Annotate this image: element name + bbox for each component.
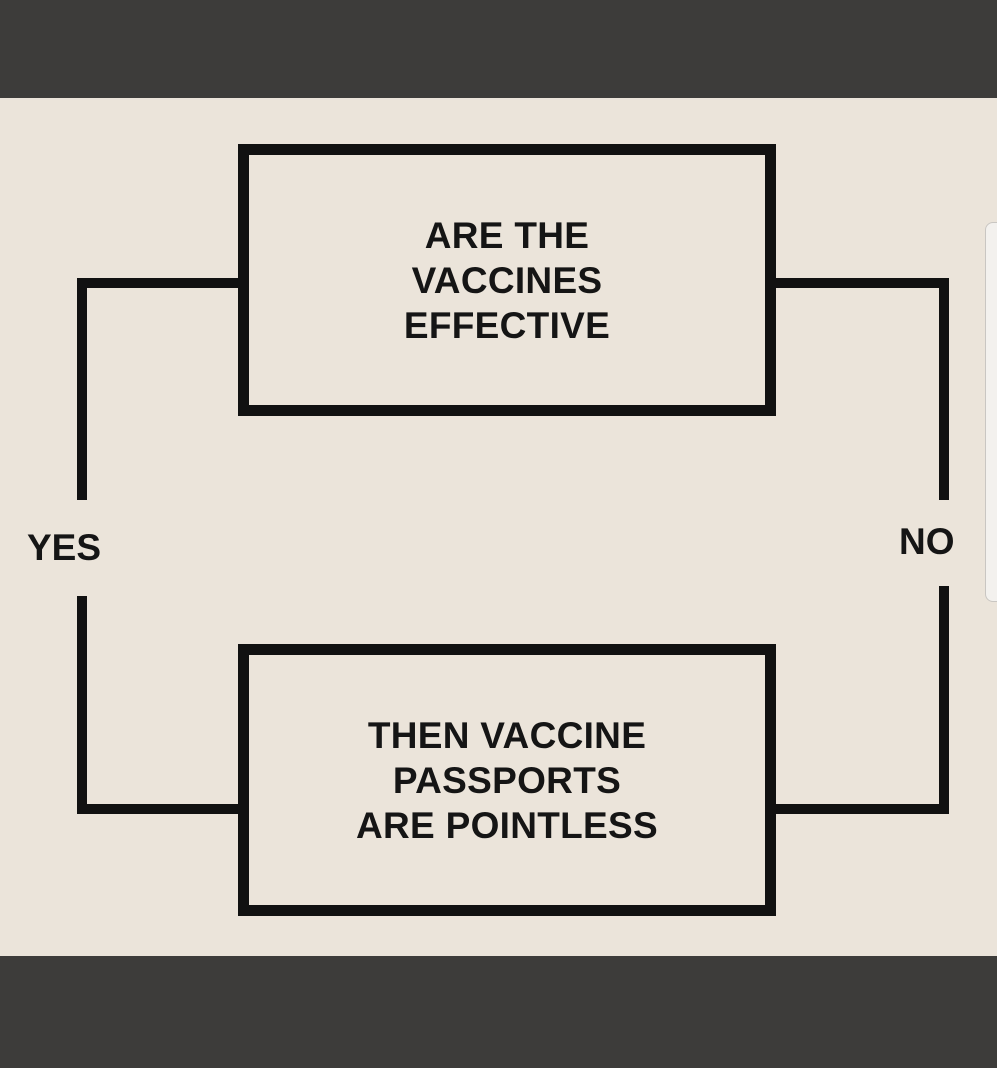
right-connector-vertical-upper <box>939 278 949 500</box>
flowchart-canvas: ARE THE VACCINES EFFECTIVE THEN VACCINE … <box>0 98 997 956</box>
left-connector-vertical-lower <box>77 596 87 814</box>
question-box: ARE THE VACCINES EFFECTIVE <box>238 144 776 416</box>
right-connector-top-horizontal <box>765 278 949 288</box>
question-text: ARE THE VACCINES EFFECTIVE <box>403 214 611 346</box>
right-connector-vertical-lower <box>939 586 949 814</box>
yes-label: YES <box>27 526 102 570</box>
left-connector-vertical-upper <box>77 278 87 500</box>
bottom-dark-bar <box>0 956 997 1068</box>
conclusion-box: THEN VACCINE PASSPORTS ARE POINTLESS <box>238 644 776 916</box>
no-label: NO <box>899 520 955 564</box>
left-connector-top-horizontal <box>77 278 247 288</box>
conclusion-text: THEN VACCINE PASSPORTS ARE POINTLESS <box>356 714 658 846</box>
left-connector-bottom-horizontal <box>77 804 247 814</box>
top-dark-bar <box>0 0 997 98</box>
right-connector-bottom-horizontal <box>765 804 949 814</box>
side-scroll-tab[interactable] <box>985 222 997 602</box>
